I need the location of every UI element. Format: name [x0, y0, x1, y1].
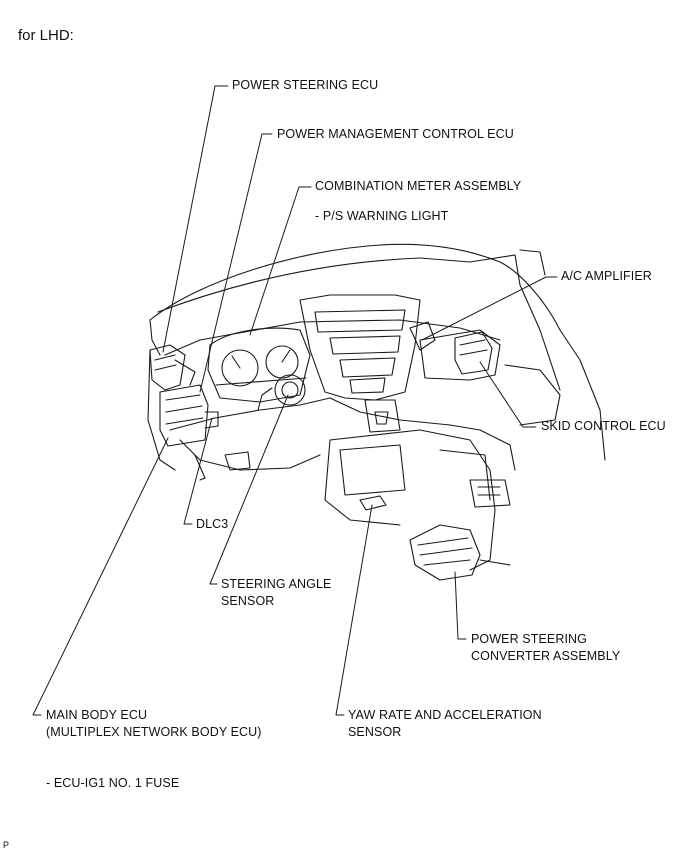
- main-body-ecu: [159, 384, 219, 447]
- label-ps-warning-light: - P/S WARNING LIGHT: [315, 209, 449, 223]
- label-power-steering-converter-line2: CONVERTER ASSEMBLY: [471, 649, 621, 663]
- dashboard-outline: [147, 243, 606, 571]
- power-steering-converter-assembly: [409, 524, 511, 581]
- label-ac-amplifier: A/C AMPLIFIER: [561, 269, 652, 283]
- label-ecu-ig1-fuse: - ECU-IG1 NO. 1 FUSE: [46, 776, 180, 790]
- label-dlc3: DLC3: [196, 517, 229, 531]
- steering-angle-sensor: [257, 374, 306, 411]
- label-yaw-rate-line2: SENSOR: [348, 725, 402, 739]
- label-steering-angle-sensor-line1: STEERING ANGLE: [221, 577, 332, 591]
- corner-mark: P: [3, 840, 10, 850]
- combination-meter-assembly: [207, 327, 311, 403]
- leader-lines: [32, 85, 558, 716]
- label-skid-control-ecu: SKID CONTROL ECU: [541, 419, 666, 433]
- label-power-steering-converter-line1: POWER STEERING: [471, 632, 587, 646]
- page-title: for LHD:: [18, 27, 74, 44]
- label-yaw-rate-line1: YAW RATE AND ACCELERATION: [348, 708, 542, 722]
- yaw-rate-sensor: [359, 495, 387, 511]
- power-steering-ecu: [149, 344, 196, 391]
- skid-control-ecu: [454, 331, 493, 375]
- label-steering-angle-sensor-line2: SENSOR: [221, 594, 275, 608]
- label-main-body-ecu-line1: MAIN BODY ECU: [46, 708, 148, 722]
- label-power-steering-ecu: POWER STEERING ECU: [232, 78, 379, 92]
- label-power-management-control-ecu: POWER MANAGEMENT CONTROL ECU: [277, 127, 514, 141]
- label-main-body-ecu-line2: (MULTIPLEX NETWORK BODY ECU): [46, 725, 262, 739]
- ac-amplifier: [409, 321, 436, 351]
- label-combination-meter-assembly: COMBINATION METER ASSEMBLY: [315, 179, 522, 193]
